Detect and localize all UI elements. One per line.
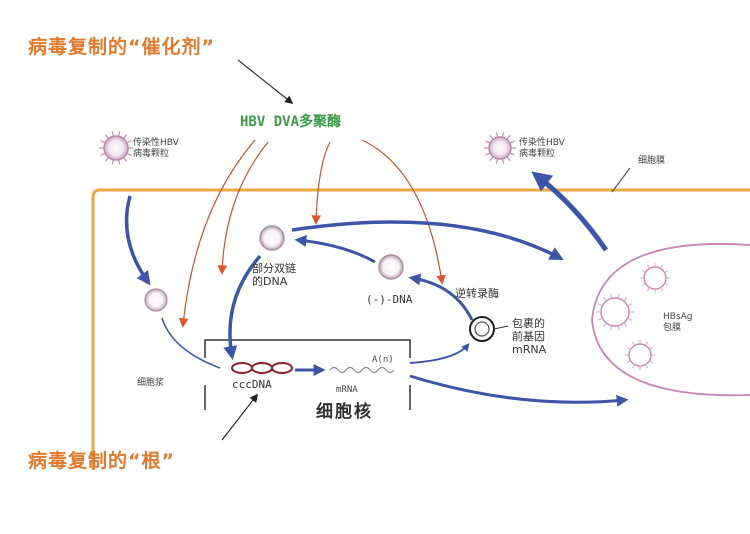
virion-spike [104,157,109,162]
minus-dna-icon [378,254,404,280]
partial-dsdna-label: 部分双链的DNA [252,262,296,289]
nucleocapsid-cytoplasm-icon [144,288,168,312]
minus-to-partial-arrow [294,234,376,264]
virion-spike [623,322,628,328]
virion-in-icon [99,131,133,165]
virion-spike [610,325,613,331]
virion-spike [641,270,646,273]
virion-spike [489,156,494,161]
mrna-export-arrow [409,343,470,364]
recycle-to-vesicle-arrow [291,220,564,260]
virion-spike [597,303,603,307]
partial-dsdna-icon [259,225,285,251]
virion-spike [506,156,511,161]
virion-spike [627,303,633,307]
virion-spike [104,134,109,139]
membrane-callout-line [611,167,631,193]
virion-spike [126,140,132,144]
virion-spike [501,132,505,138]
cytoplasm-label: 细胞浆 [137,378,165,388]
mrna-squiggle [329,366,395,374]
nucleus-label: 细胞核 [316,402,373,422]
virion-spike [111,159,114,165]
virion-spike [660,287,663,292]
virion-spike [664,283,669,286]
virion-spike [126,152,132,156]
virion-spike [123,134,128,139]
virion-spike [501,158,505,164]
virion-spike [495,132,499,138]
virion-spike [649,347,654,350]
virion-spike [649,360,654,363]
enzyme-label: HBV DVA多聚酶 [240,114,342,130]
enzyme-arrow-4 [361,139,446,285]
virion-spike [602,322,607,328]
uncoat-arrow [161,317,221,369]
virion-spike [602,296,607,302]
virion-spike [664,270,669,273]
cccdna-icon [231,362,293,374]
virion-spike [660,264,663,269]
virion-spike [645,364,648,369]
root-pointer [221,393,259,441]
encapsidated-pgrna-icon [469,316,509,342]
virion-spike [118,131,121,137]
secretion-arrow [531,171,609,252]
cccdna-label: cccDNA [232,378,272,391]
hbsag-vesicle [591,243,750,397]
reverse-transcriptase-label: 逆转录酶 [455,287,499,300]
nucleus-boundary [204,339,411,410]
virion-spike [597,317,603,321]
import-arrow [223,254,262,361]
virion-spike [610,293,613,299]
minus-dna-label: (-)-DNA [366,293,413,306]
virion-spike [632,364,635,369]
enzyme-arrow-2 [217,141,269,275]
virion-spike [123,157,128,162]
virion-spike [485,140,491,144]
virion-spike [626,347,631,350]
virion-spike [645,341,648,346]
virion-spike [627,317,633,321]
cell-membrane-label: 细胞膜 [638,156,666,166]
virion-spike [495,158,499,164]
rt-arrow [408,273,474,321]
virion-spike [632,341,635,346]
hbsag-particles [596,263,670,370]
virion-spike [617,293,620,299]
virion-spike [509,140,515,144]
virion-spike [111,131,114,137]
virion-spike [100,152,106,156]
virion-spike [641,283,646,286]
virion-out-icon [484,132,516,164]
to-envelope-arrow [409,374,629,407]
virion-spike [118,159,121,165]
cell-membrane-line [91,188,750,470]
catalyst-title: 病毒复制的“催化剂” [28,36,215,58]
virion-spike [626,360,631,363]
virion-spike [617,325,620,331]
enzyme-arrow-1 [178,139,256,328]
virion-spike [100,140,106,144]
poly-a-label: A(n) [372,355,394,365]
virion-spike [623,296,628,302]
catalyst-pointer [237,59,294,105]
virion-spike [509,152,515,156]
entry-arrow [124,195,151,286]
virion-spike [647,287,650,292]
virion-spike [647,264,650,269]
virion-spike [489,135,494,140]
enzyme-arrow-3 [311,141,331,225]
virion-spike [485,152,491,156]
mrna-label: mRNA [336,385,358,395]
root-title: 病毒复制的“根” [28,450,175,472]
virion-spike [506,135,511,140]
